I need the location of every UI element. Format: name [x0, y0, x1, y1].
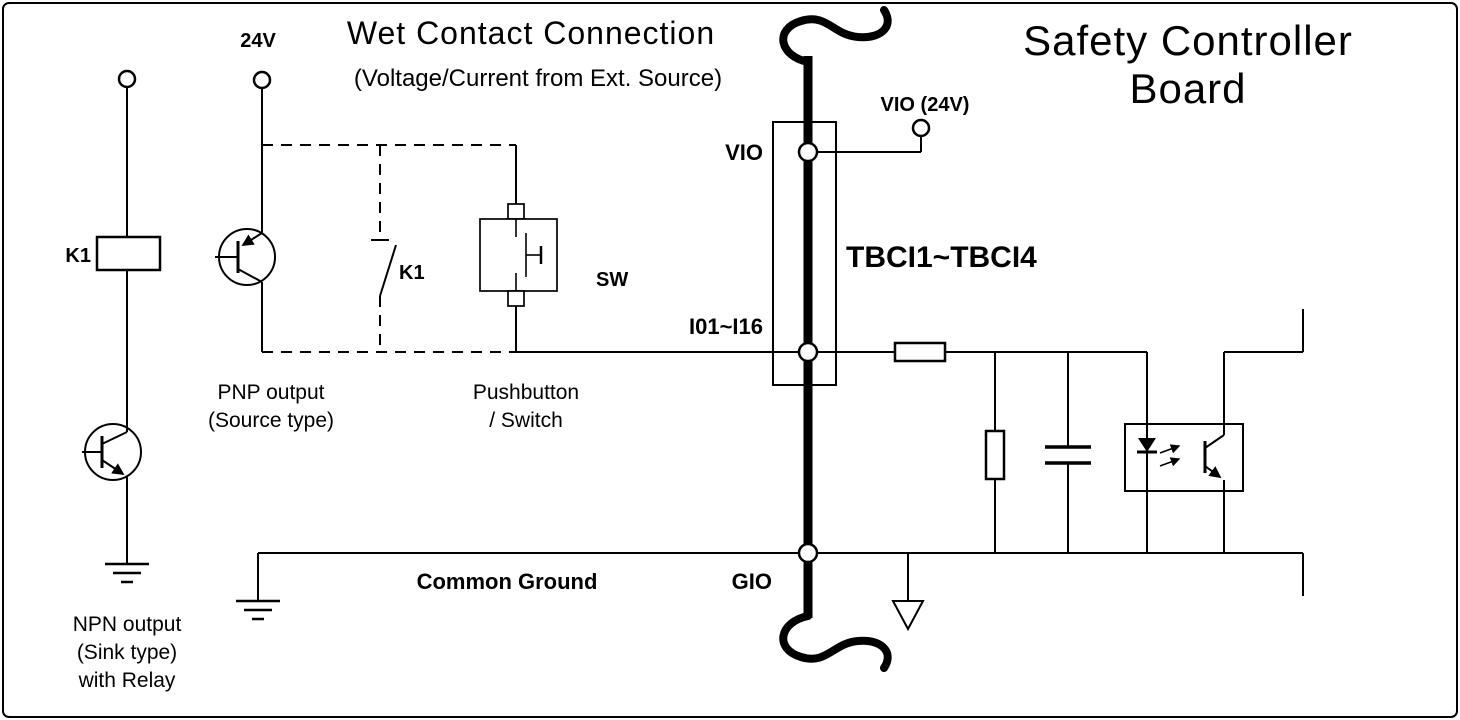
npn-caption-line3: with Relay — [78, 669, 176, 692]
terminal-block-label: TBCI1~TBCI4 — [846, 241, 1037, 274]
diagram-subtitle: (Voltage/Current from Ext. Source) — [354, 65, 722, 92]
gio-label: GIO — [732, 569, 772, 594]
optocoupler — [1124, 352, 1244, 553]
transistor-collector — [237, 268, 263, 283]
vio-external-label: VIO (24V) — [881, 94, 970, 116]
transistor-collector — [101, 431, 128, 445]
series-resistor — [893, 341, 947, 363]
pushbutton-plunger-bottom — [507, 290, 525, 307]
input-filter-network — [808, 309, 1304, 596]
npn-transistor — [82, 423, 142, 481]
pulldown-resistor — [984, 429, 1006, 481]
optocoupler-body — [1124, 423, 1244, 492]
diagram-title: Wet Contact Connection — [347, 15, 715, 51]
pnp-caption-line2: (Source type) — [208, 409, 334, 432]
npn-top-terminal — [117, 69, 137, 89]
common-ground-rail: Common Ground — [236, 552, 1303, 632]
switch-label: SW — [596, 269, 628, 291]
pnp-branch: 24V PNP output (Source type) — [208, 30, 334, 432]
pnp-supply-terminal — [252, 70, 272, 90]
relay-coil-label: K1 — [65, 245, 91, 267]
phototransistor-collector — [1204, 434, 1225, 449]
terminal-block: VIO (24V) VIO I01~I16 GIO TBCI1~TBCI4 — [689, 94, 1037, 594]
vio-external-terminal — [911, 118, 931, 138]
terminal-block-outline — [772, 121, 837, 386]
npn-caption-line1: NPN output — [73, 613, 182, 636]
contact-blade — [379, 244, 397, 297]
board-title-line1: Safety Controller — [1023, 17, 1353, 64]
led-triangle — [1138, 438, 1156, 452]
pushbutton-caption-line1: Pushbutton — [473, 381, 579, 404]
common-ground-label: Common Ground — [417, 569, 598, 594]
k1-contact-branch: K1 — [262, 144, 516, 353]
input-terminal — [797, 341, 819, 363]
vio-external: VIO (24V) — [808, 94, 970, 153]
transistor-emitter-arrow — [101, 459, 125, 475]
pushbutton-branch: SW Pushbutton / Switch — [473, 145, 800, 432]
supply-24v-label: 24V — [240, 30, 276, 52]
bus-break-bottom — [779, 612, 892, 672]
pushbutton-housing — [479, 218, 558, 292]
board-title-line2: Board — [1129, 65, 1246, 112]
npn-caption-line2: (Sink type) — [77, 641, 177, 664]
pushbutton-caption-line2: / Switch — [489, 409, 563, 432]
vio-label: VIO — [725, 140, 763, 165]
input-range-label: I01~I16 — [689, 314, 763, 339]
pnp-transistor — [215, 228, 276, 286]
relay-contact-label: K1 — [399, 262, 425, 284]
filter-capacitor — [1045, 352, 1091, 553]
pushbutton-plunger-top — [507, 203, 525, 220]
chassis-ground-arrow — [891, 600, 925, 632]
light-arrow — [1159, 457, 1181, 467]
ground-symbol-npn — [105, 562, 149, 584]
transistor-emitter-arrow — [241, 232, 263, 246]
titles: Wet Contact Connection (Voltage/Current … — [347, 15, 1353, 112]
relay-coil-k1 — [95, 235, 162, 272]
vio-terminal — [797, 141, 819, 163]
ground-symbol-common — [236, 599, 280, 621]
gio-terminal — [797, 542, 819, 564]
bus-break-top — [779, 6, 892, 66]
phototransistor-emitter-arrow — [1204, 465, 1222, 479]
npn-relay-branch: K1 NPN output (Sink type) with Relay — [65, 69, 182, 692]
pnp-caption-line1: PNP output — [217, 381, 324, 404]
light-arrow — [1159, 444, 1181, 454]
